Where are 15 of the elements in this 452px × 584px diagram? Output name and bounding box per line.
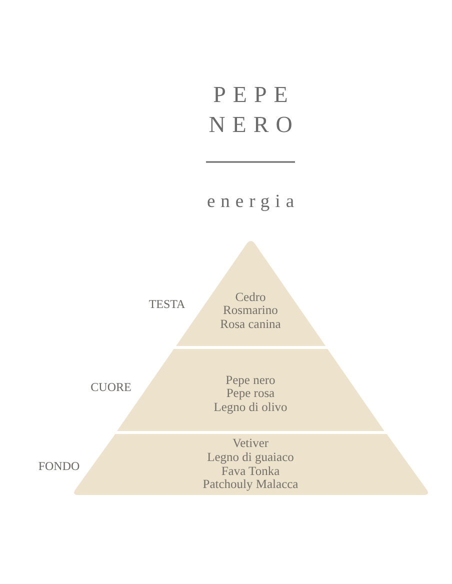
note-text: Pepe nero (226, 374, 276, 388)
note-text: Rosa canina (220, 318, 281, 332)
note-text: Rosmarino (223, 304, 278, 318)
tier-label: TESTA (148, 297, 186, 311)
note-text: Fava Tonka (221, 464, 280, 478)
note-text: Legno di olivo (214, 400, 288, 414)
note-text: Cedro (235, 290, 266, 304)
subtitle: energia (206, 191, 300, 213)
note-text: Pepe rosa (226, 387, 275, 401)
note-text: Patchouly Malacca (202, 478, 298, 492)
tier-label: FONDO (38, 459, 80, 473)
note-text: Vetiver (232, 437, 269, 451)
title: PEPE NERO (208, 81, 300, 139)
tier-label: CUORE (90, 380, 132, 394)
note-text: Legno di guaiaco (207, 450, 294, 464)
